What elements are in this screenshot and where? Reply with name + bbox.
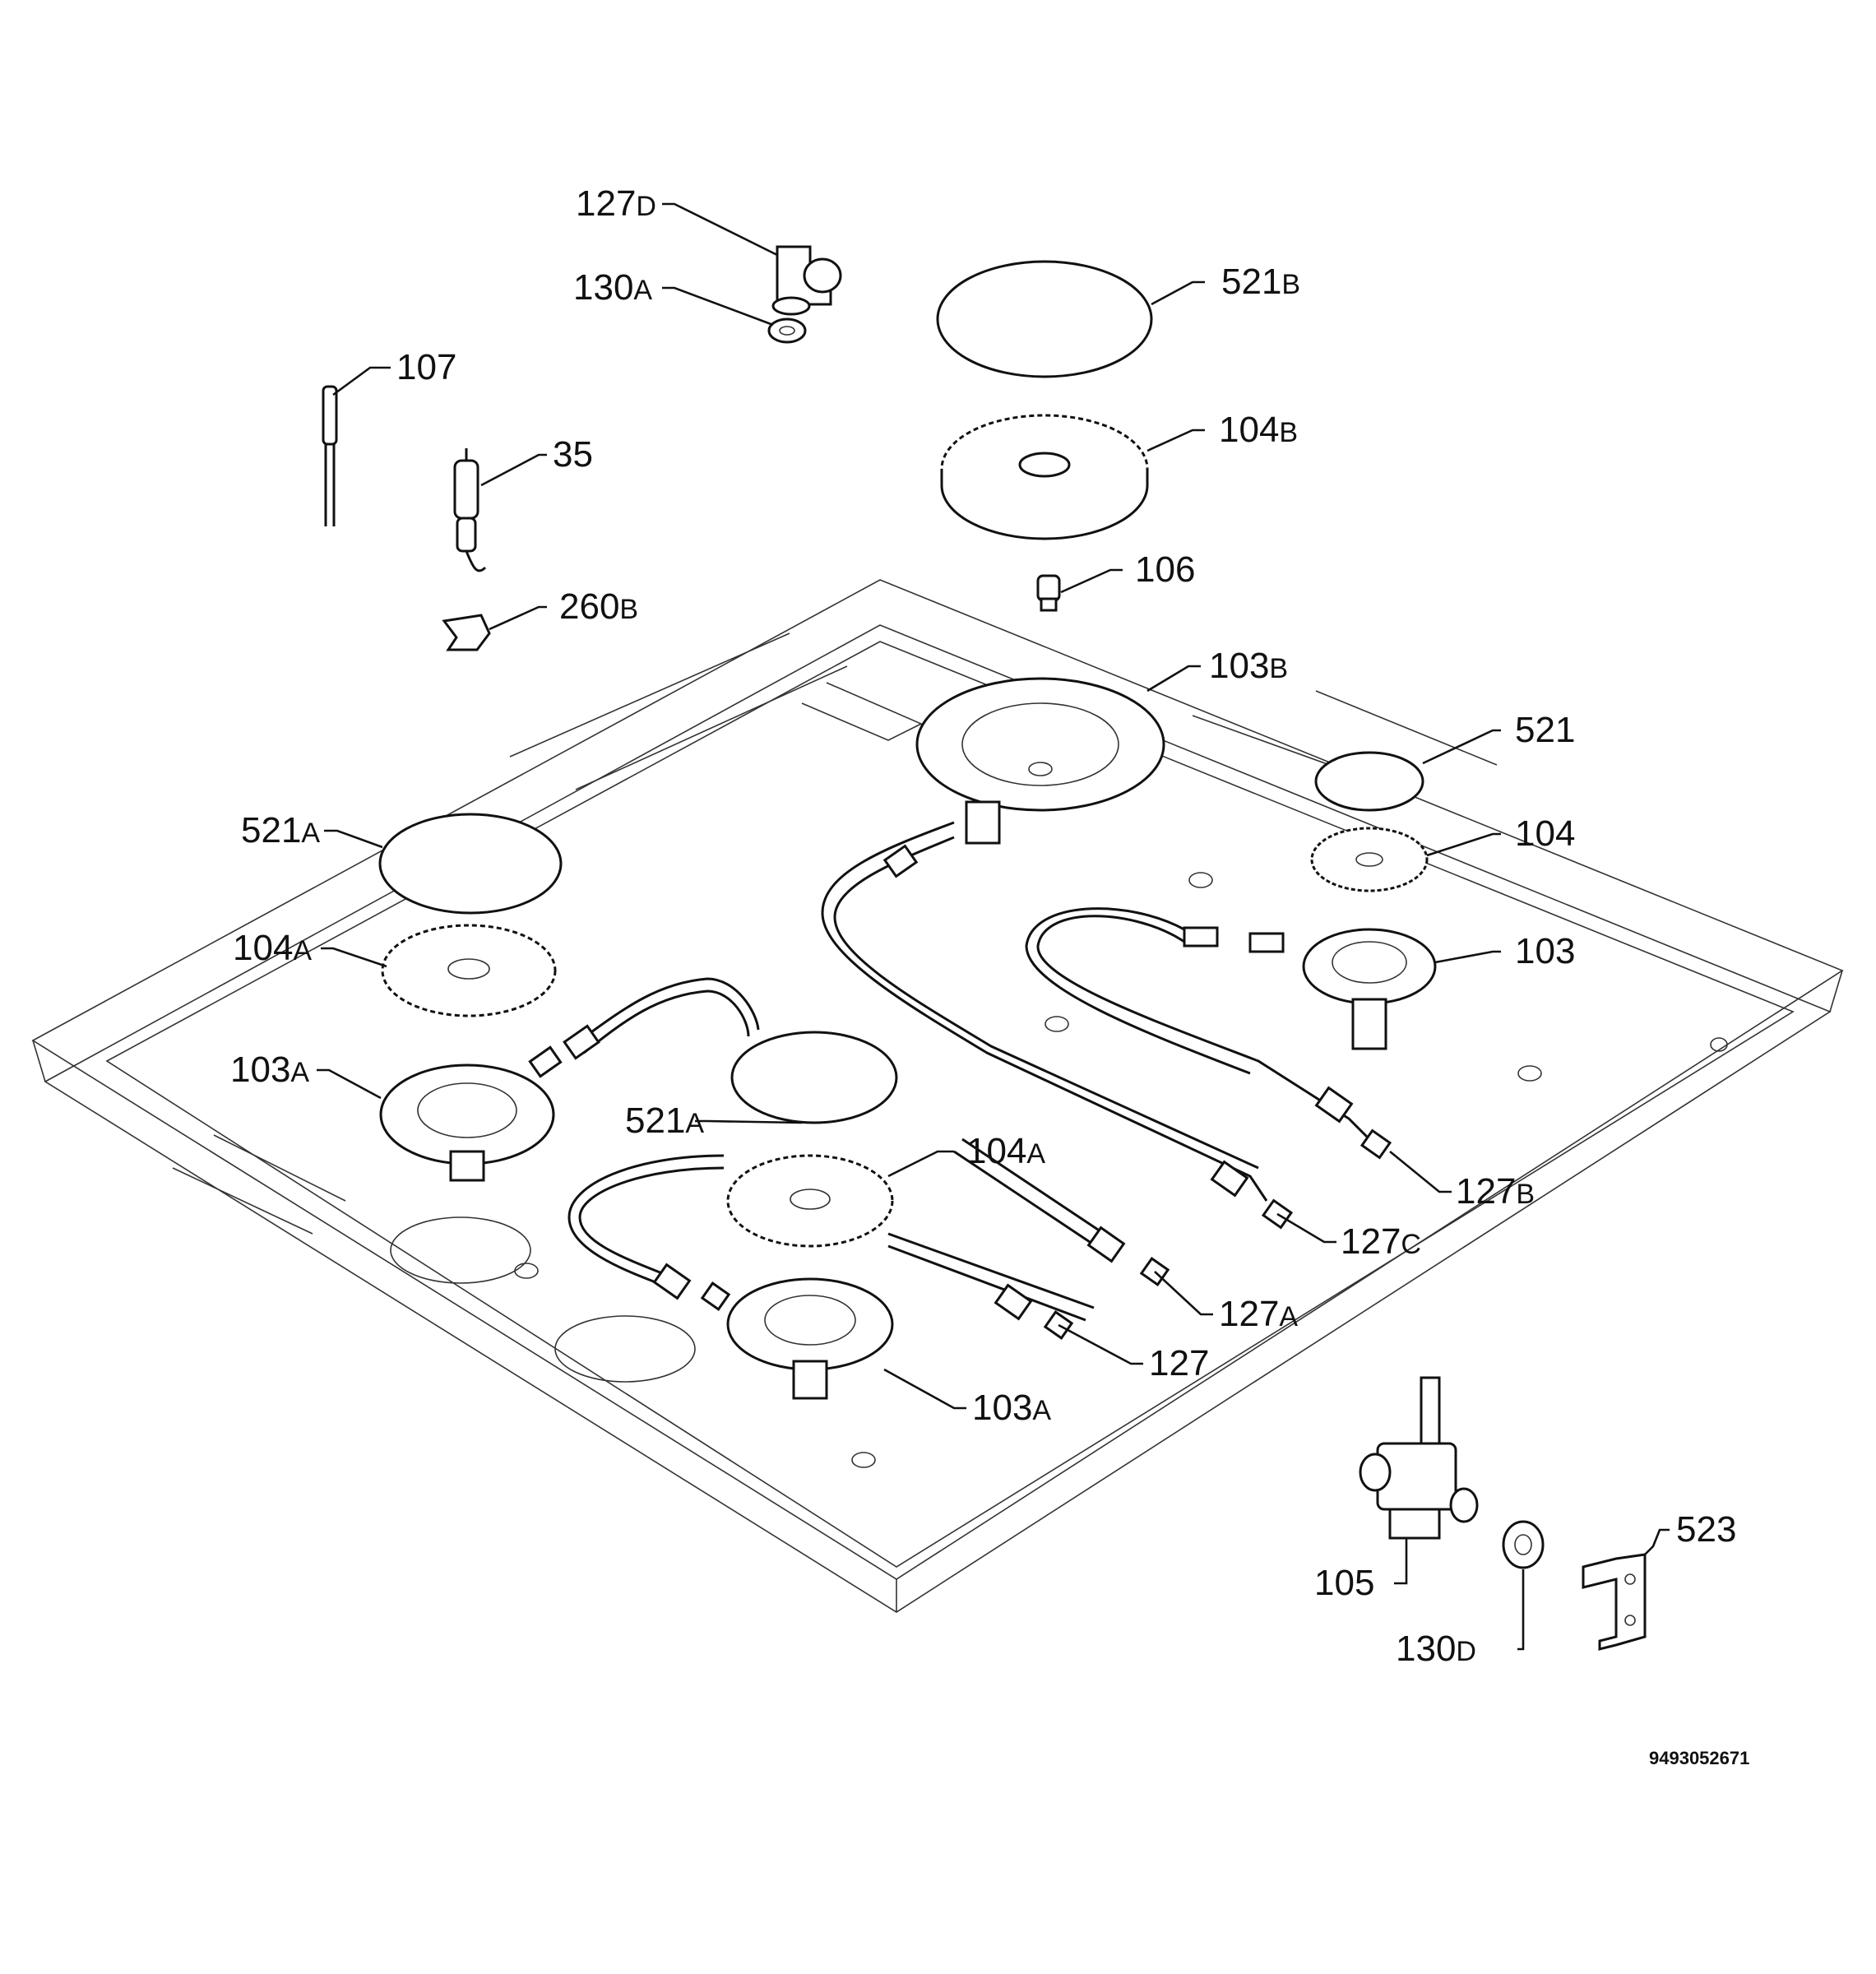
gas-pipes (567, 821, 1383, 1322)
callout-104a-center: 104A (966, 1131, 1045, 1171)
callout-521a-left: 521A (241, 810, 320, 850)
gas-valve-105 (1359, 1376, 1479, 1540)
callout-130d: 130D (1396, 1629, 1476, 1669)
flame-spreader-104a-left (381, 924, 557, 1017)
callout-103b: 103B (1209, 646, 1288, 686)
burner-cap-521a-left (378, 813, 563, 915)
callout-127b: 127B (1456, 1171, 1535, 1212)
callout-105: 105 (1314, 1563, 1374, 1603)
callout-35: 35 (553, 434, 593, 475)
washer-130d (1502, 1520, 1545, 1569)
callout-127a: 127A (1219, 1294, 1298, 1334)
callout-107: 107 (396, 347, 456, 387)
washer-130a (767, 317, 807, 344)
burner-base-103b (915, 677, 1165, 845)
burner-base-103 (1302, 928, 1437, 1050)
callout-104: 104 (1515, 813, 1575, 854)
bracket-523 (1582, 1553, 1647, 1651)
document-id: 9493052671 (1649, 1748, 1749, 1768)
callout-521b: 521B (1221, 262, 1300, 302)
burner-cap-521b (936, 260, 1153, 378)
injector-106 (1036, 574, 1061, 612)
callout-labels: 127D 130A 521B 107 35 104B 106 260B 103B… (230, 183, 1749, 1768)
flame-spreader-104b (940, 414, 1149, 540)
callout-103a-left: 103A (230, 1050, 309, 1090)
pipe-fittings (528, 844, 1392, 1340)
callout-104b: 104B (1219, 410, 1298, 450)
callout-521a-center: 521A (625, 1101, 704, 1141)
hob-tray (31, 579, 1844, 1613)
callout-521: 521 (1515, 710, 1575, 750)
callout-523: 523 (1676, 1509, 1736, 1550)
burner-cap-521 (1314, 751, 1424, 812)
elbow-fitting-127d (771, 245, 842, 316)
callout-127d: 127D (576, 183, 656, 224)
ignition-electrode-35 (453, 448, 487, 572)
callout-127c: 127C (1341, 1221, 1421, 1262)
flame-spreader-104 (1310, 827, 1429, 892)
callout-260b: 260B (559, 586, 638, 627)
burner-base-103a-left (379, 1063, 555, 1182)
clip-260b (442, 614, 491, 651)
callout-103: 103 (1515, 931, 1575, 971)
callout-130a: 130A (573, 267, 652, 308)
flame-spreader-104a-center (726, 1154, 894, 1248)
callout-103a-center: 103A (972, 1388, 1051, 1428)
burner-base-103a-center (726, 1277, 894, 1400)
burner-cap-521a-center (730, 1031, 898, 1124)
callout-104a-left: 104A (233, 928, 312, 968)
callout-106: 106 (1135, 549, 1195, 590)
callout-127: 127 (1149, 1343, 1209, 1383)
thermocouple-107 (322, 385, 338, 526)
leader-lines (317, 202, 1670, 1651)
